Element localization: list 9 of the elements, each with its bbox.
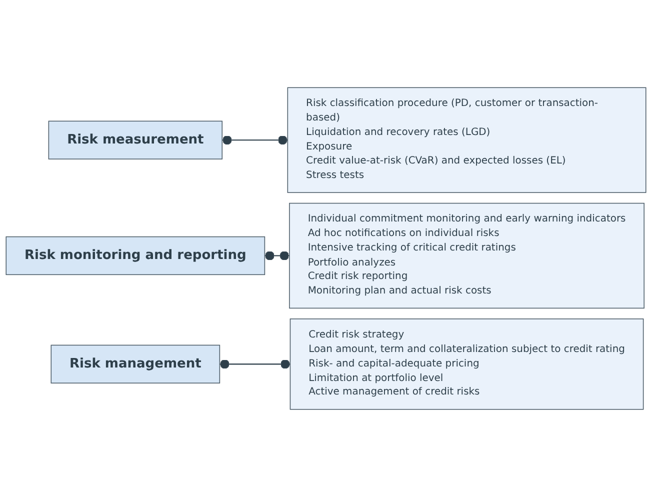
node-box: Risk measurement (48, 120, 223, 160)
connector (220, 360, 290, 369)
connector (264, 251, 290, 260)
connector (222, 135, 288, 145)
node-box: Risk monitoring and reporting (6, 236, 266, 276)
node-box: Risk management (50, 344, 220, 384)
node-box: Credit risk strategy Loan amount, term and collateralization subject to credit rating Risk- and capital-adequate pricing Limitation at portfolio level Active management of credit risks (290, 318, 644, 410)
node-box: Risk classification procedure (PD, customer or transaction-based) Liquidation and recovery rates (LGD) Exposure Credit value-at-risk (CVaR) and expected losses (EL) Stress tests (287, 87, 646, 193)
node-box: Individual commitment monitoring and early warning indicators Ad hoc notifications on individual risks Intensive tracking of critical credit ratings Portfolio analyzes Credit risk reporting Monitoring plan and actual risk costs (289, 202, 644, 309)
